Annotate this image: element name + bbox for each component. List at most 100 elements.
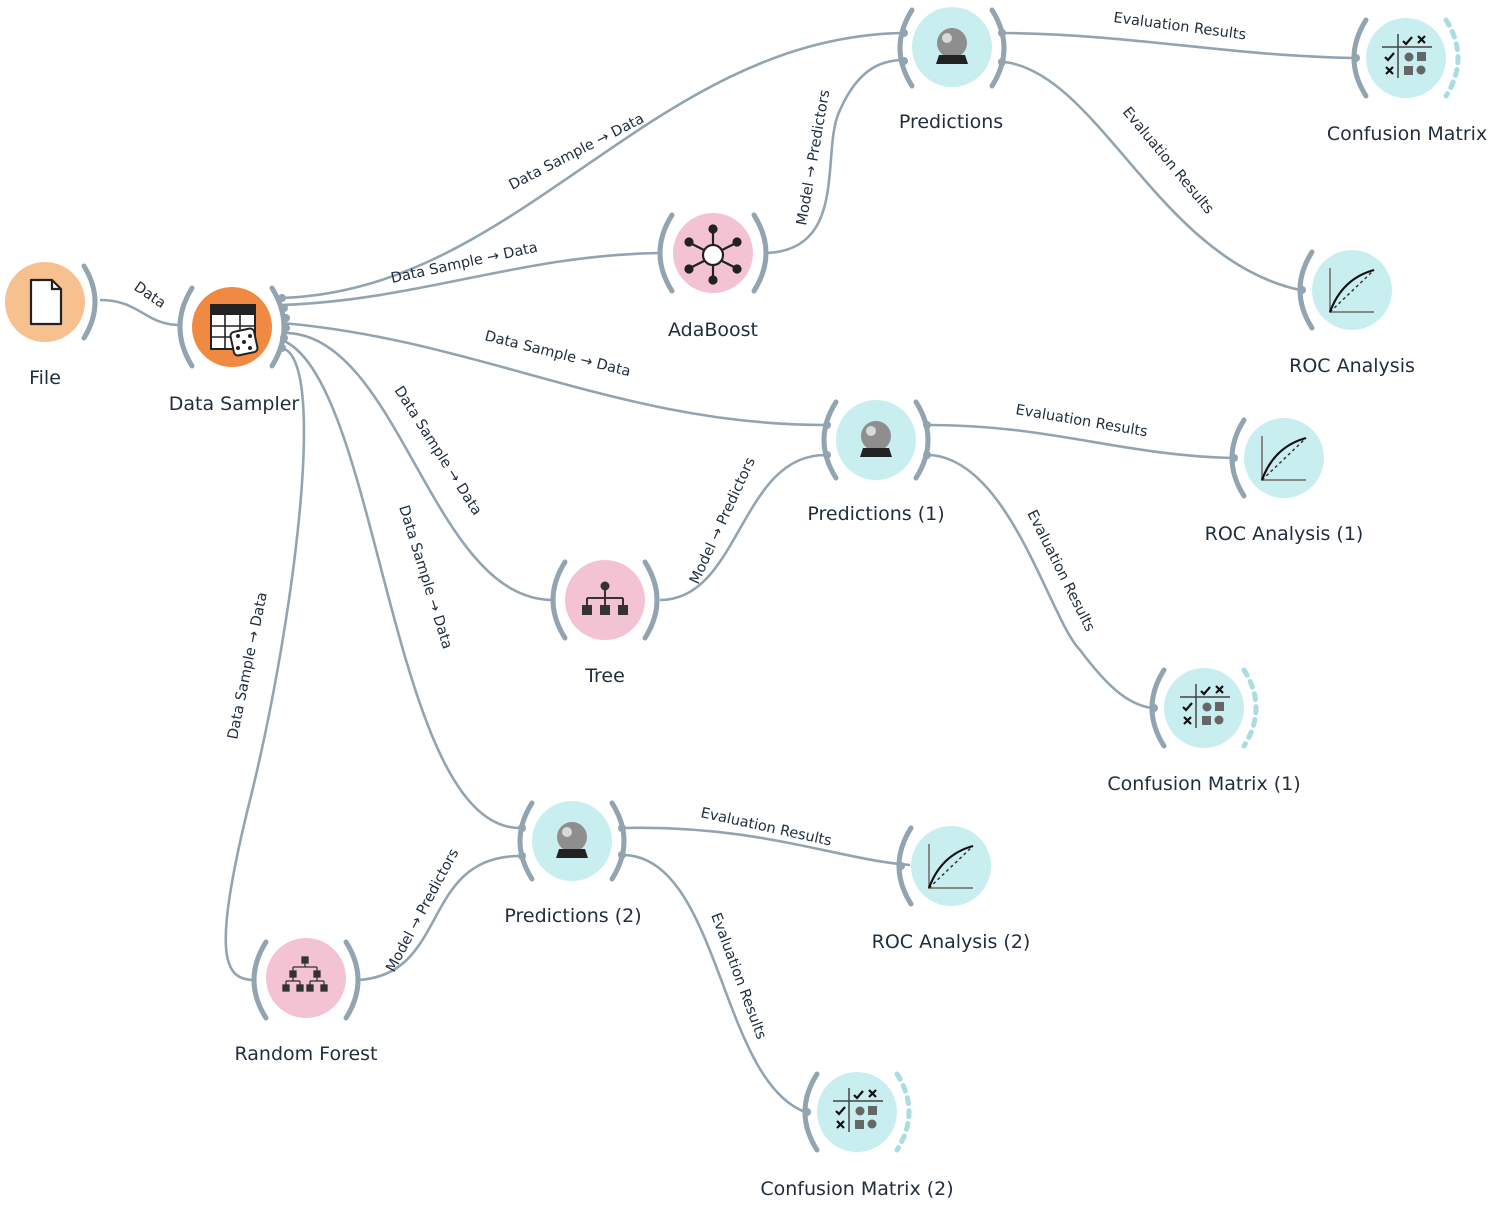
predictions-icon <box>556 822 588 858</box>
confusion-matrix-icon <box>1382 34 1432 78</box>
node-predictions-1[interactable]: Predictions (1) <box>807 399 945 525</box>
link-adaboost-predictions[interactable] <box>764 58 907 255</box>
data-sampler-icon <box>210 304 259 357</box>
input-anchor[interactable] <box>900 29 908 37</box>
confusion-matrix-icon <box>1180 684 1230 728</box>
output-anchor[interactable] <box>923 421 931 429</box>
node-predictions[interactable]: Predictions <box>897 7 1007 133</box>
node-circle <box>266 938 346 1018</box>
node-roc-analysis[interactable]: ROC Analysis <box>1289 249 1415 377</box>
output-channel-bracket[interactable] <box>642 559 660 641</box>
node-label: File <box>29 367 61 389</box>
input-anchor[interactable] <box>1230 454 1238 462</box>
node-roc-analysis-2[interactable]: ROC Analysis (2) <box>872 825 1031 953</box>
output-channel-bracket[interactable] <box>81 263 98 341</box>
node-label: Predictions (1) <box>807 503 944 525</box>
node-roc-analysis-1[interactable]: ROC Analysis (1) <box>1205 417 1364 545</box>
output-anchor[interactable] <box>280 334 288 342</box>
random-forest-icon <box>282 956 328 992</box>
output-anchor[interactable] <box>280 304 288 312</box>
output-anchor[interactable] <box>998 58 1006 66</box>
output-anchor[interactable] <box>278 294 286 302</box>
node-confusion-matrix[interactable]: Confusion Matrix <box>1327 17 1487 145</box>
node-label: Random Forest <box>234 1043 377 1065</box>
link-predictions-roc-analysis[interactable] <box>1003 60 1302 292</box>
node-predictions-2[interactable]: Predictions (2) <box>504 800 642 927</box>
output-channel-bracket[interactable] <box>343 939 361 1021</box>
node-confusion-matrix-2[interactable]: Confusion Matrix (2) <box>760 1071 954 1200</box>
input-channel-bracket[interactable] <box>897 7 915 89</box>
node-label: ROC Analysis (2) <box>872 931 1031 953</box>
input-anchor[interactable] <box>803 1108 811 1116</box>
input-anchor[interactable] <box>897 862 905 870</box>
input-anchor[interactable] <box>1150 704 1158 712</box>
predictions-icon <box>860 421 892 457</box>
link-label: Data Sample → Data <box>391 384 485 519</box>
link-predictions-1-roc-analysis-1[interactable] <box>928 423 1234 460</box>
link-data-sampler-predictions-2[interactable] <box>280 338 522 830</box>
roc-analysis-icon <box>927 844 974 889</box>
link-label: Evaluation Results <box>699 805 833 849</box>
output-anchor[interactable] <box>282 314 290 322</box>
input-anchor[interactable] <box>900 57 908 65</box>
input-anchor[interactable] <box>823 421 831 429</box>
input-anchor[interactable] <box>1352 54 1360 62</box>
input-anchor[interactable] <box>1298 286 1306 294</box>
link-label: Model → Predictors <box>794 89 833 227</box>
node-label: Data Sampler <box>169 393 300 415</box>
input-channel-bracket[interactable] <box>657 212 675 294</box>
node-label: Confusion Matrix <box>1327 123 1487 145</box>
input-channel-bracket[interactable] <box>251 939 269 1021</box>
file-icon <box>29 278 63 326</box>
output-anchor[interactable] <box>618 824 626 832</box>
node-label: ROC Analysis <box>1289 355 1415 377</box>
output-anchor[interactable] <box>618 851 626 859</box>
input-channel-bracket[interactable] <box>177 285 195 369</box>
node-label: Tree <box>584 665 625 687</box>
output-anchor[interactable] <box>923 451 931 459</box>
input-channel-bracket[interactable] <box>550 559 568 641</box>
node-label: Confusion Matrix (2) <box>760 1178 953 1200</box>
link-file-data-sampler[interactable] <box>98 298 182 327</box>
confusion-matrix-icon <box>833 1088 883 1132</box>
node-tree[interactable]: Tree <box>550 559 660 687</box>
output-channel-bracket[interactable] <box>989 7 1007 89</box>
tree-icon <box>582 581 628 615</box>
output-anchor[interactable] <box>278 344 286 352</box>
link-label: Model → Predictors <box>383 846 462 975</box>
link-data-sampler-random-forest[interactable] <box>224 346 306 982</box>
node-confusion-matrix-1[interactable]: Confusion Matrix (1) <box>1107 667 1301 795</box>
node-label: Predictions (2) <box>504 905 641 927</box>
input-anchor[interactable] <box>823 451 831 459</box>
input-anchor[interactable] <box>518 824 526 832</box>
node-data-sampler[interactable]: Data Sampler <box>169 285 300 415</box>
link-predictions-1-confusion-matrix-1[interactable] <box>928 453 1154 710</box>
link-predictions-confusion-matrix[interactable] <box>1003 31 1354 60</box>
adaboost-icon <box>684 224 742 285</box>
link-label: Model → Predictors <box>687 455 759 587</box>
node-label: Predictions <box>899 111 1003 133</box>
input-channel-bracket[interactable] <box>821 399 839 481</box>
predictions-icon <box>936 28 968 64</box>
link-label: Data <box>131 279 169 312</box>
link-label: Data Sample → Data <box>395 503 455 651</box>
input-anchor[interactable] <box>518 852 526 860</box>
link-label: Data Sample → Data <box>225 591 271 741</box>
output-channel-bracket[interactable] <box>609 800 627 882</box>
link-label: Data Sample → Data <box>483 328 632 380</box>
output-anchor[interactable] <box>998 29 1006 37</box>
link-label: Evaluation Results <box>1023 508 1097 635</box>
link-predictions-2-confusion-matrix-2[interactable] <box>623 853 807 1114</box>
link-label: Evaluation Results <box>1014 402 1148 440</box>
node-adaboost[interactable]: AdaBoost <box>657 212 769 341</box>
output-channel-bracket[interactable] <box>751 212 769 294</box>
input-channel-bracket[interactable] <box>517 800 535 882</box>
output-channel-bracket[interactable] <box>913 399 931 481</box>
output-channel-placeholder <box>894 1071 912 1153</box>
node-random-forest[interactable]: Random Forest <box>234 938 378 1065</box>
roc-analysis-icon <box>1260 436 1307 481</box>
node-file[interactable]: File <box>5 262 98 389</box>
output-anchor[interactable] <box>282 324 290 332</box>
